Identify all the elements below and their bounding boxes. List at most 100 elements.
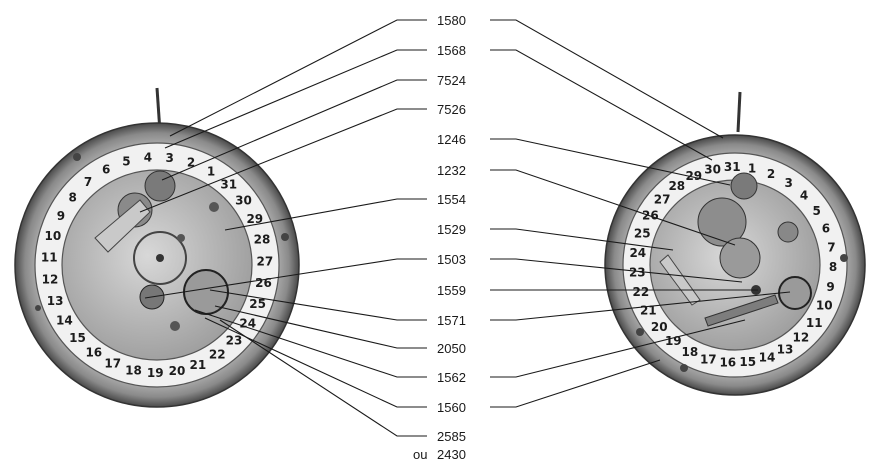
screw [840, 254, 848, 262]
lever [94, 199, 151, 253]
date-number: 1 [748, 162, 756, 176]
leader-1560 [204, 317, 661, 408]
label-1571: 1571 [437, 313, 466, 328]
date-number: 29 [246, 212, 263, 226]
label-alt-prefix: ou [413, 447, 427, 462]
date-number: 28 [668, 179, 685, 193]
date-number: 19 [665, 334, 682, 348]
date-number: 21 [190, 358, 207, 372]
date-number: 31 [724, 160, 741, 174]
date-number: 30 [704, 163, 721, 177]
label-1562: 1562 [437, 370, 466, 385]
date-number: 19 [147, 366, 164, 380]
date-number: 15 [739, 355, 756, 369]
gear [777, 221, 799, 243]
leader-1232 [490, 169, 736, 246]
date-number: 8 [69, 191, 77, 205]
date-number: 18 [125, 363, 142, 377]
date-number: 27 [257, 254, 274, 268]
date-number: 14 [759, 351, 776, 365]
date-number: 16 [85, 346, 102, 360]
leader-7526 [139, 108, 427, 213]
gear [144, 170, 176, 202]
label-2050: 2050 [437, 341, 466, 356]
label-1559: 1559 [437, 283, 466, 298]
screw [281, 233, 289, 241]
date-number: 7 [827, 240, 835, 254]
date-number: 28 [254, 233, 271, 247]
date-number: 14 [56, 314, 73, 328]
gear [697, 197, 747, 247]
date-number: 16 [719, 356, 736, 370]
date-number: 13 [777, 342, 794, 356]
leader-1580 [169, 19, 724, 139]
date-number: 31 [220, 177, 237, 191]
screw [636, 328, 644, 336]
date-number: 17 [700, 352, 717, 366]
lever [704, 294, 779, 327]
label-1246: 1246 [437, 132, 466, 147]
date-number: 10 [45, 229, 62, 243]
date-number: 11 [806, 316, 823, 330]
label-2585: 2585 [437, 429, 466, 444]
leader-1571 [209, 289, 791, 321]
bridge-ring [133, 231, 187, 285]
date-number: 13 [47, 294, 64, 308]
date-number: 30 [235, 193, 252, 207]
date-number: 6 [102, 163, 110, 177]
label-1568: 1568 [437, 43, 466, 58]
date-number: 24 [629, 246, 646, 260]
date-number: 8 [829, 260, 837, 274]
gear [730, 172, 758, 200]
date-number: 4 [144, 150, 152, 164]
label-1554: 1554 [437, 192, 466, 207]
date-number: 25 [249, 297, 266, 311]
label-1503: 1503 [437, 252, 466, 267]
screw [680, 364, 688, 372]
date-number: 7 [84, 175, 92, 189]
date-number: 24 [239, 317, 256, 331]
date-number: 20 [169, 364, 186, 378]
date-number: 9 [826, 280, 834, 294]
leader-7524 [161, 79, 427, 181]
leader-1554 [224, 198, 427, 231]
date-number: 2 [187, 156, 195, 170]
screw [177, 234, 185, 242]
label-7526: 7526 [437, 102, 466, 117]
lever [659, 254, 701, 306]
date-number: 4 [800, 189, 808, 203]
screw [35, 305, 41, 311]
date-number: 23 [226, 334, 243, 348]
label-1529: 1529 [437, 222, 466, 237]
date-number: 11 [41, 251, 58, 265]
date-number: 10 [816, 299, 833, 313]
screw [73, 153, 81, 161]
leader-lines [139, 19, 791, 437]
leader-2050 [214, 305, 427, 349]
leader-1246 [490, 138, 731, 186]
date-number: 18 [682, 345, 699, 359]
date-number: 2 [767, 167, 775, 181]
date-number: 9 [57, 209, 65, 223]
date-number: 5 [122, 154, 130, 168]
date-number: 26 [255, 276, 272, 290]
date-number: 17 [104, 357, 121, 371]
leader-2585 [219, 319, 427, 437]
screw [209, 202, 219, 212]
date-number: 6 [822, 221, 830, 235]
label-1232: 1232 [437, 163, 466, 178]
date-number: 27 [654, 193, 671, 207]
leader-1529 [490, 228, 674, 251]
date-number: 22 [209, 348, 226, 362]
screw [170, 321, 180, 331]
pivot [156, 254, 164, 262]
leader-1568 [164, 49, 713, 161]
date-number: 3 [785, 176, 793, 190]
date-number: 1 [207, 165, 215, 179]
date-number: 12 [42, 273, 59, 287]
